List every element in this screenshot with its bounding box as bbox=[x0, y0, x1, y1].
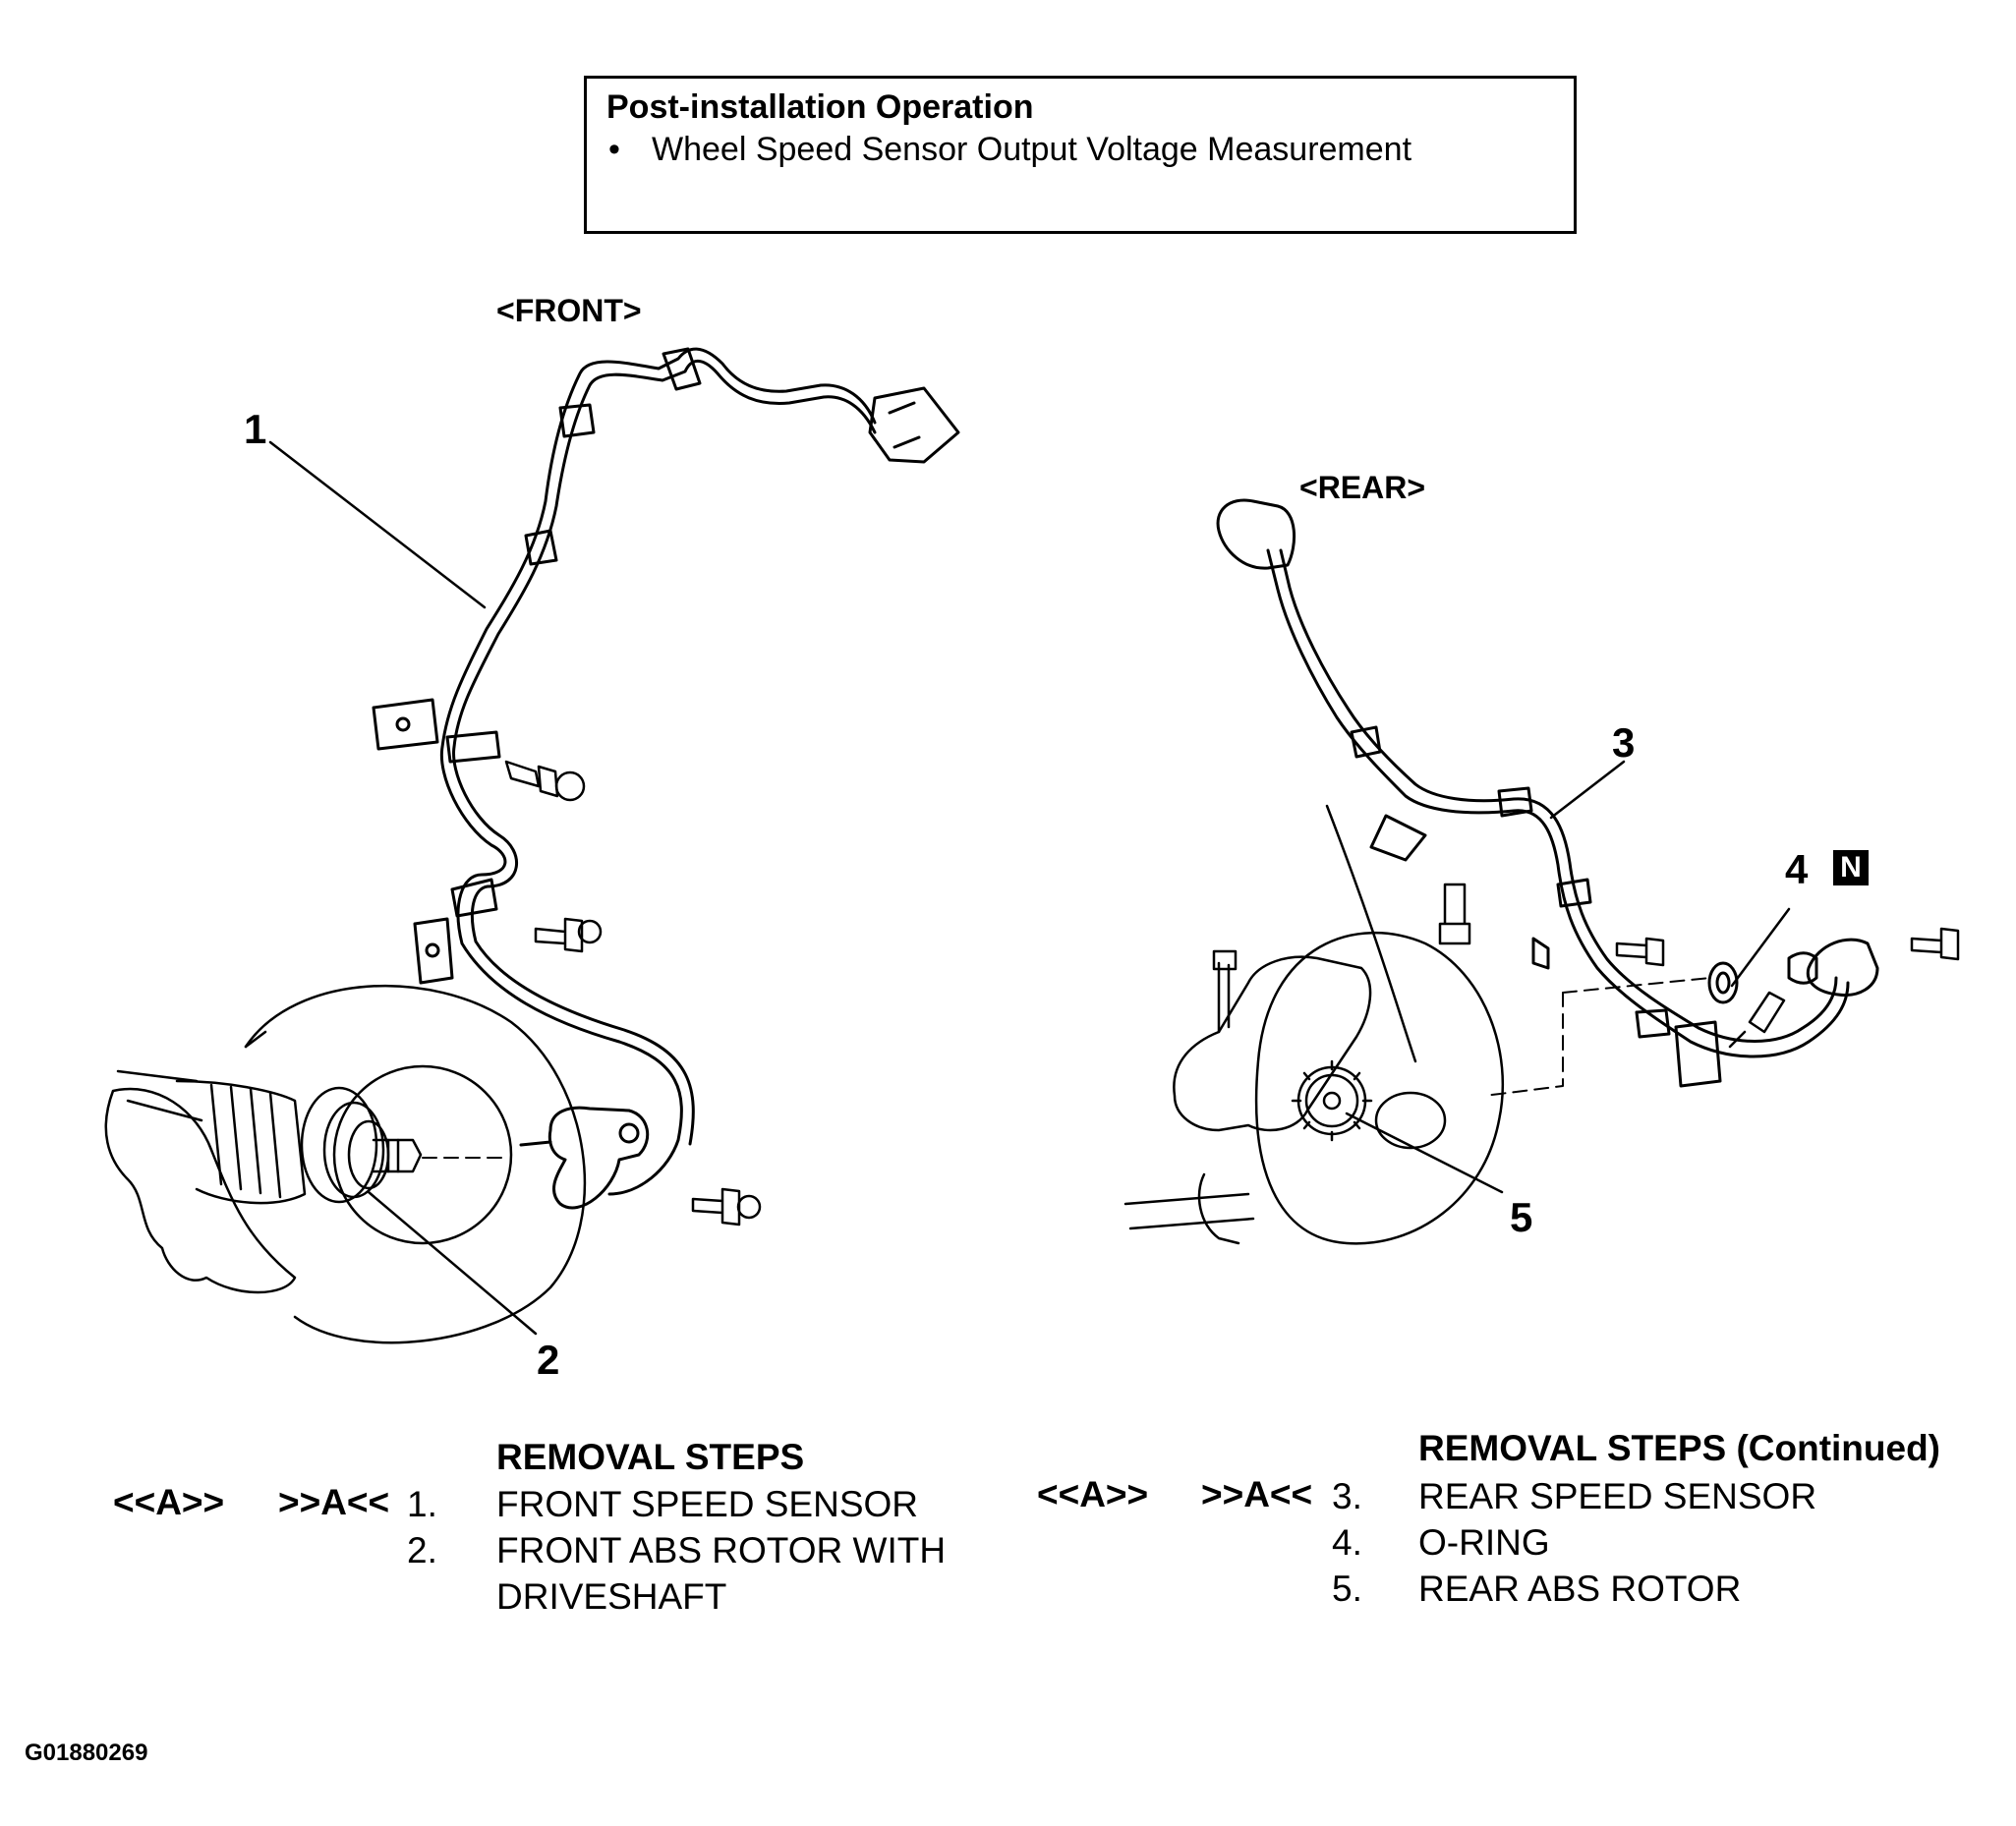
post-installation-item: • Wheel Speed Sensor Output Voltage Measu… bbox=[608, 131, 1411, 169]
rear-abs-rotor bbox=[1291, 1059, 1373, 1142]
front-bolts bbox=[504, 760, 762, 1227]
step-2-text: FRONT ABS ROTOR WITH bbox=[496, 1530, 947, 1570]
front-view-label: <FRONT> bbox=[496, 293, 642, 328]
step-2-text-cont: DRIVESHAFT bbox=[496, 1576, 727, 1617]
removal-steps-continued-title: REMOVAL STEPS (Continued) bbox=[1418, 1428, 1941, 1468]
step-1-text: FRONT SPEED SENSOR bbox=[496, 1484, 919, 1524]
step-4-number: 4. bbox=[1332, 1522, 1362, 1563]
front-driveshaft bbox=[116, 1069, 507, 1205]
post-installation-item-text: Wheel Speed Sensor Output Voltage Measur… bbox=[652, 131, 1412, 168]
step-3-number: 3. bbox=[1332, 1476, 1362, 1516]
step-5-text: REAR ABS ROTOR bbox=[1418, 1569, 1742, 1609]
step-5-number: 5. bbox=[1332, 1569, 1362, 1609]
figure-code: G01880269 bbox=[25, 1740, 148, 1766]
rear-brake-disc bbox=[1123, 804, 1504, 1245]
callout-4: 4 bbox=[1785, 846, 1809, 892]
bullet-icon: • bbox=[608, 131, 620, 168]
callout-1: 1 bbox=[244, 406, 267, 452]
step-1-number: 1. bbox=[407, 1484, 437, 1524]
callout-2: 2 bbox=[537, 1337, 560, 1383]
removal-steps-title: REMOVAL STEPS bbox=[496, 1437, 805, 1477]
step-2-number: 2. bbox=[407, 1530, 437, 1570]
step-1-mark-b: >>A<< bbox=[278, 1482, 390, 1522]
callout-leaders bbox=[268, 440, 1791, 1336]
post-installation-title: Post-installation Operation bbox=[606, 88, 1034, 126]
step-3-mark-b: >>A<< bbox=[1201, 1474, 1313, 1514]
front-brake-disc bbox=[244, 984, 586, 1344]
step-1-mark-a: <<A>> bbox=[113, 1482, 225, 1522]
rear-view-label: <REAR> bbox=[1299, 470, 1426, 505]
front-knuckle bbox=[104, 1087, 297, 1294]
callout-5: 5 bbox=[1510, 1194, 1533, 1240]
rear-caliper bbox=[1173, 949, 1372, 1245]
rear-speed-sensor bbox=[1216, 498, 1879, 1097]
step-3-text: REAR SPEED SENSOR bbox=[1418, 1476, 1817, 1516]
front-speed-sensor bbox=[372, 347, 960, 1210]
step-3-mark-a: <<A>> bbox=[1037, 1474, 1149, 1514]
new-part-badge: N bbox=[1833, 850, 1869, 885]
post-installation-box: Post-installation Operation • Wheel Speed… bbox=[584, 76, 1577, 234]
step-4-text: O-RING bbox=[1418, 1522, 1550, 1563]
callout-3: 3 bbox=[1612, 719, 1636, 766]
rear-bolts bbox=[1438, 883, 1960, 1049]
